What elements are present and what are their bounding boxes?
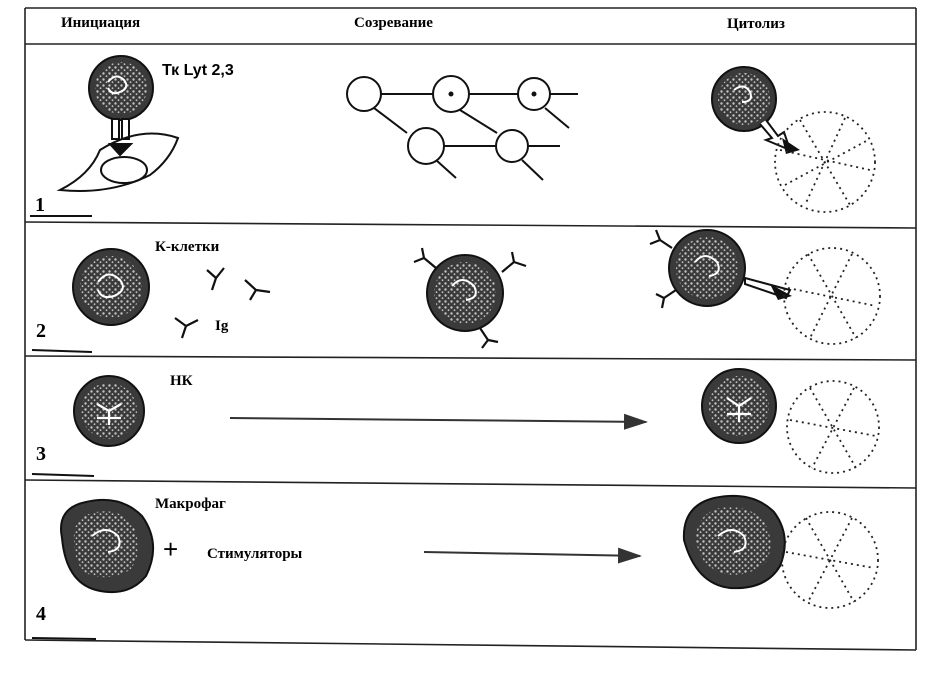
row-4: Макрофаг + Стимуляторы 4 — [31, 494, 879, 640]
plus-sign: + — [163, 534, 178, 564]
label-nk: НК — [170, 373, 193, 389]
antibody-icon — [174, 267, 271, 339]
table-frame — [24, 7, 917, 651]
receptor-icon — [107, 118, 134, 157]
lysed-target-cell-icon — [774, 111, 876, 213]
header-cytolysis: Цитолиз — [727, 16, 785, 32]
arrow-macrophage-to-cytolysis — [423, 547, 642, 564]
header-maturation: Созревание — [354, 15, 433, 31]
arrow-nk-to-cytolysis — [229, 413, 648, 430]
cytolysis-k-cell-icon — [649, 229, 792, 309]
lysed-target-cell-icon — [786, 380, 880, 474]
row-number-1: 1 — [35, 194, 45, 216]
lysed-target-cell-icon — [783, 247, 881, 345]
label-k-cells: К-клетки — [155, 239, 220, 255]
label-tk-lyt: Тк Lyt 2,3 — [162, 62, 234, 79]
row-number-3: 3 — [36, 443, 46, 465]
label-macrophage: Макрофаг — [155, 496, 226, 512]
row-number-4: 4 — [36, 603, 46, 625]
header-initiation: Инициация — [61, 15, 140, 31]
macrophage-icon — [60, 498, 155, 594]
k-cell-icon — [72, 248, 150, 326]
cytolysis-nk-cell-icon — [701, 368, 777, 444]
row-number-2: 2 — [36, 320, 46, 342]
row-1: Тк Lyt 2,3 — [30, 55, 876, 217]
t-killer-cell-icon — [88, 55, 154, 121]
target-cell-icon — [56, 132, 180, 192]
row-2: К-клетки Ig — [31, 229, 881, 353]
label-ig: Ig — [215, 318, 229, 334]
maturation-network — [346, 75, 578, 181]
label-stimulators: Стимуляторы — [207, 546, 303, 562]
armed-k-cell-icon — [413, 247, 527, 349]
cytolysis-macrophage-icon — [682, 494, 786, 590]
row-3: НК 3 — [31, 368, 880, 477]
lysed-target-cell-icon — [781, 511, 879, 609]
nk-cell-icon — [73, 375, 145, 447]
cytolysis-killer-cell-icon — [711, 66, 800, 154]
